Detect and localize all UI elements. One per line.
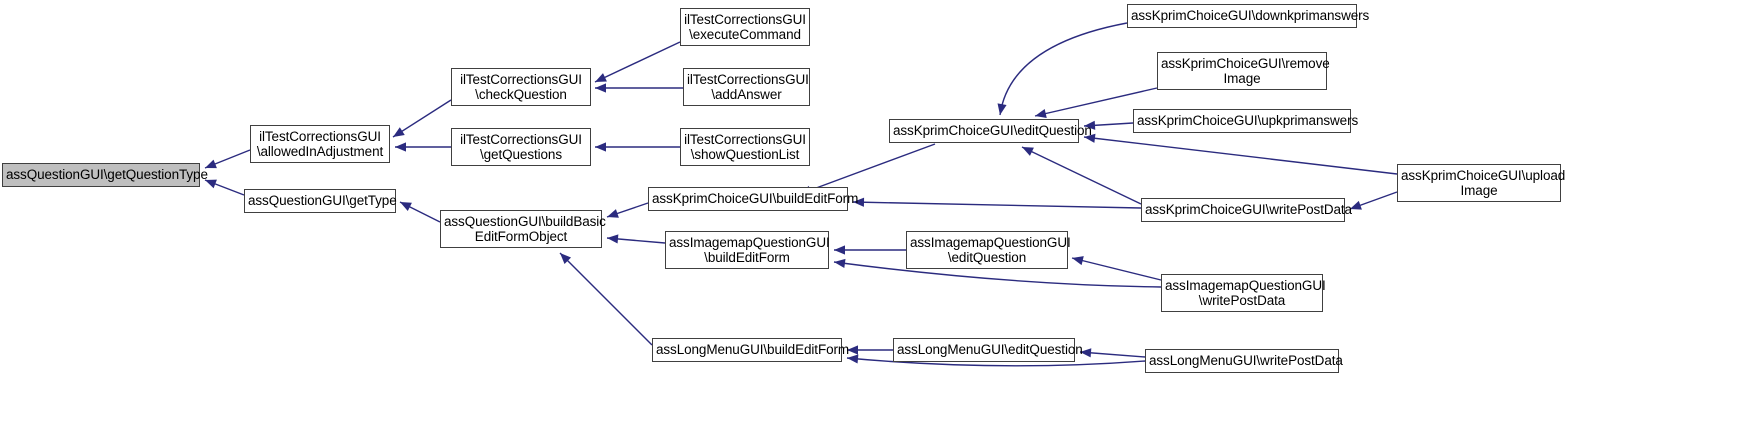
edge-arrowhead	[607, 209, 619, 218]
graph-edge	[606, 202, 649, 218]
graph-edge	[1071, 257, 1162, 281]
graph-node-n12[interactable]: assKprimChoiceGUI\editQuestion	[889, 119, 1092, 143]
graph-node-label: assQuestionGUI\buildBasic EditFormObject	[444, 213, 606, 245]
graph-node-label: assQuestionGUI\getType	[248, 193, 397, 209]
graph-node-label: assImagemapQuestionGUI \editQuestion	[910, 234, 1071, 266]
graph-node-n5[interactable]: ilTestCorrectionsGUI \executeCommand	[680, 8, 810, 46]
graph-node-n14[interactable]: assLongMenuGUI\editQuestion	[893, 338, 1083, 362]
edge-arrowhead	[1022, 147, 1034, 156]
graph-node-n4[interactable]: ilTestCorrectionsGUI \getQuestions	[451, 128, 591, 166]
edge-arrowhead	[834, 258, 846, 268]
edge-arrowhead	[595, 83, 606, 93]
graph-edge	[1083, 136, 1398, 175]
graph-node-n7[interactable]: ilTestCorrectionsGUI \showQuestionList	[680, 128, 810, 166]
graph-node-label: assKprimChoiceGUI\upkprimanswers	[1137, 113, 1359, 129]
graph-node-n18[interactable]: assKprimChoiceGUI\writePostData	[1141, 198, 1352, 222]
graph-edge	[392, 99, 452, 138]
graph-node-label: ilTestCorrectionsGUI \addAnswer	[687, 71, 809, 103]
graph-node-n16[interactable]: assKprimChoiceGUI\remove Image	[1157, 52, 1330, 90]
graph-node-n6[interactable]: ilTestCorrectionsGUI \addAnswer	[683, 68, 810, 106]
graph-node-n0[interactable]: assQuestionGUI\getQuestionType	[2, 163, 208, 187]
graph-node-label: ilTestCorrectionsGUI \checkQuestion	[460, 71, 582, 103]
edge-arrowhead	[595, 73, 607, 82]
graph-edge	[399, 201, 441, 223]
graph-node-label: ilTestCorrectionsGUI \executeCommand	[684, 11, 806, 43]
graph-edge	[852, 201, 1142, 209]
edge-arrowhead	[834, 245, 845, 255]
graph-node-label: assKprimChoiceGUI\writePostData	[1145, 202, 1352, 218]
edge-arrowhead	[393, 127, 405, 137]
graph-edge	[999, 22, 1128, 116]
graph-node-n21[interactable]: assKprimChoiceGUI\upload Image	[1397, 164, 1566, 202]
graph-node-n2[interactable]: assQuestionGUI\getType	[244, 189, 397, 213]
edge-arrowhead	[1072, 256, 1084, 266]
edge-arrowhead	[1035, 109, 1047, 119]
graph-node-label: assQuestionGUI\getQuestionType	[6, 167, 208, 183]
edge-arrowhead	[607, 234, 619, 244]
graph-node-n8[interactable]: assQuestionGUI\buildBasic EditFormObject	[440, 210, 606, 248]
graph-edge	[204, 149, 251, 169]
graph-node-label: assKprimChoiceGUI\buildEditForm	[652, 191, 859, 207]
graph-node-label: ilTestCorrectionsGUI \showQuestionList	[684, 131, 806, 163]
graph-node-label: ilTestCorrectionsGUI \allowedInAdjustmen…	[256, 128, 384, 160]
graph-node-n20[interactable]: assLongMenuGUI\writePostData	[1145, 349, 1343, 373]
graph-edge	[559, 252, 653, 346]
graph-node-label: assLongMenuGUI\buildEditForm	[656, 342, 850, 358]
edge-arrowhead	[400, 202, 412, 212]
edge-arrowhead	[595, 142, 606, 152]
edge-arrowhead	[395, 142, 406, 152]
graph-edge	[1079, 351, 1146, 358]
graph-node-n15[interactable]: assKprimChoiceGUI\downkprimanswers	[1127, 4, 1370, 28]
graph-node-n1[interactable]: ilTestCorrectionsGUI \allowedInAdjustmen…	[250, 125, 390, 163]
graph-edge	[606, 237, 666, 244]
graph-node-n3[interactable]: ilTestCorrectionsGUI \checkQuestion	[451, 68, 591, 106]
graph-node-n17[interactable]: assKprimChoiceGUI\upkprimanswers	[1133, 109, 1359, 133]
graph-edge	[594, 41, 681, 83]
graph-node-label: assKprimChoiceGUI\upload Image	[1401, 167, 1566, 199]
graph-node-label: assImagemapQuestionGUI \writePostData	[1165, 277, 1326, 309]
graph-node-label: assImagemapQuestionGUI \buildEditForm	[669, 234, 830, 266]
graph-node-label: assKprimChoiceGUI\remove Image	[1161, 55, 1330, 87]
graph-node-n11[interactable]: assLongMenuGUI\buildEditForm	[652, 338, 850, 362]
edge-arrowhead	[997, 103, 1007, 115]
graph-node-n19[interactable]: assImagemapQuestionGUI \writePostData	[1161, 274, 1326, 312]
graph-node-label: assKprimChoiceGUI\editQuestion	[893, 123, 1092, 139]
graph-edge	[204, 179, 245, 196]
graph-node-n13[interactable]: assImagemapQuestionGUI \editQuestion	[906, 231, 1071, 269]
graph-node-label: assLongMenuGUI\editQuestion	[897, 342, 1083, 358]
graph-node-label: assLongMenuGUI\writePostData	[1149, 353, 1343, 369]
graph-node-label: ilTestCorrectionsGUI \getQuestions	[460, 131, 582, 163]
graph-node-label: assKprimChoiceGUI\downkprimanswers	[1131, 8, 1370, 24]
graph-edge	[1021, 146, 1142, 205]
graph-node-n9[interactable]: assKprimChoiceGUI\buildEditForm	[648, 187, 859, 211]
graph-node-n10[interactable]: assImagemapQuestionGUI \buildEditForm	[665, 231, 830, 269]
graph-edge	[1349, 191, 1398, 210]
edge-arrowhead	[560, 253, 572, 265]
